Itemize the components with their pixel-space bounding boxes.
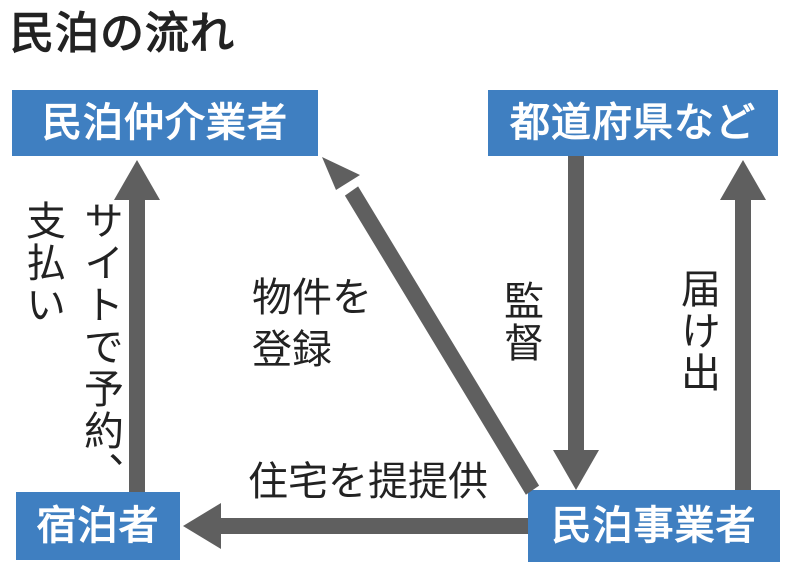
node-guest: 宿泊者 [16, 492, 180, 560]
label-notification: 届け出 [674, 268, 720, 394]
node-operator: 民泊事業者 [528, 490, 780, 562]
arrow-guest-to-broker [114, 160, 160, 492]
node-prefecture: 都道府県など [488, 90, 778, 156]
node-broker: 民泊仲介業者 [12, 90, 318, 156]
arrow-operator-to-broker [322, 157, 540, 495]
diagram-title: 民泊の流れ [10, 8, 235, 59]
label-payment: 支払い [19, 200, 65, 326]
label-site-reservation: サイトで予約、 [77, 200, 123, 494]
label-register: 登録 [252, 327, 332, 373]
arrow-prefecture-to-operator [553, 156, 599, 490]
arrow-operator-to-guest [183, 503, 528, 549]
arrow-operator-to-prefecture [720, 160, 766, 490]
label-supervision: 監督 [497, 280, 543, 364]
label-provide-housing: 住宅を提提供 [248, 459, 488, 505]
label-property: 物件を [252, 275, 372, 321]
